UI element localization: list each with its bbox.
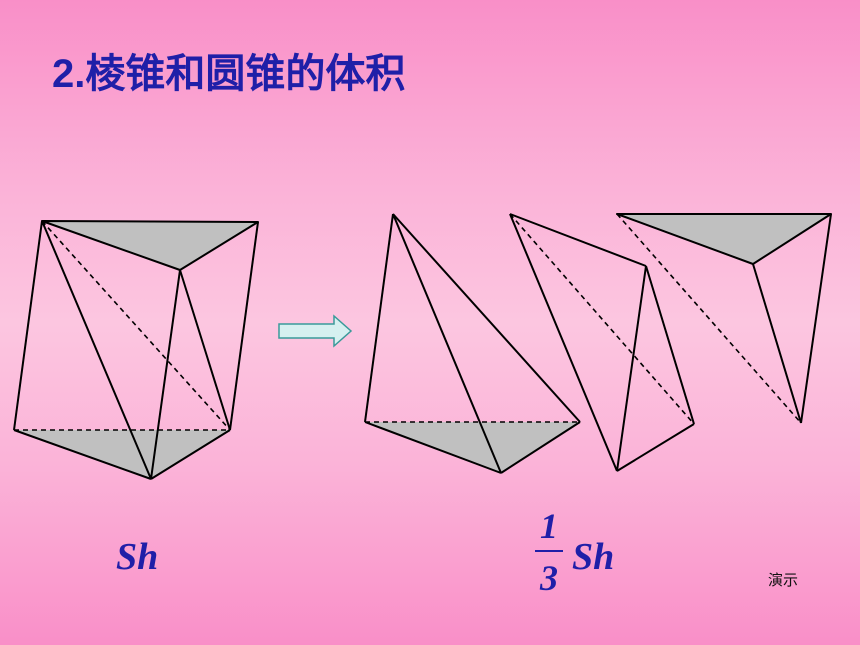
pyramid-1-lateral-edge [392, 213, 581, 423]
fraction-one-third: 1 3 [533, 508, 565, 596]
pyramid-2-edge [645, 265, 695, 425]
prism-bottom-edge [150, 429, 231, 480]
prism-lateral-edge [229, 221, 259, 431]
pyramid-1-base-edge [364, 421, 502, 474]
page-title: 2.棱锥和圆锥的体积 [52, 54, 405, 94]
pyramid-1-base-edge [500, 421, 581, 474]
pyramid-2-edge-hidden [509, 213, 695, 425]
pyramid-3-edge-hidden [616, 213, 802, 424]
pyramid-3-edge [800, 213, 832, 424]
prism-diagonal [179, 269, 231, 431]
triangular-prism [13, 220, 259, 480]
pyramid-3-top-face [616, 213, 832, 265]
pyramid-2-edge [616, 265, 647, 472]
title-text: 棱锥和圆锥的体积 [85, 51, 406, 97]
pyramid-1 [364, 213, 581, 474]
pyramid-2-edge [509, 213, 618, 472]
pyramid-1-lateral-edge [392, 213, 502, 474]
pyramid-2 [509, 213, 695, 472]
arrow-right-icon [278, 314, 353, 348]
prism-bottom-face [14, 430, 230, 479]
pyramid-volume-formula: Sh [572, 536, 615, 578]
pyramid-3 [616, 213, 832, 424]
prism-lateral-edge [13, 220, 43, 431]
fraction-denominator: 3 [540, 558, 558, 598]
pyramid-1-base-face [365, 422, 580, 473]
prism-top-face [41, 220, 259, 271]
pyramid-3-edge [752, 263, 802, 424]
prism-bottom-edge [13, 429, 152, 480]
prism-diagonal [41, 220, 152, 480]
title-number: 2. [52, 52, 86, 96]
prism-volume-formula: Sh [116, 536, 159, 578]
pyramid-2-edge [616, 423, 695, 472]
demo-button[interactable]: 演示 [768, 571, 799, 589]
prism-diagonal-hidden [41, 220, 231, 431]
fraction-numerator: 1 [540, 506, 558, 546]
prism-lateral-edge [150, 269, 181, 480]
pyramid-1-lateral-edge [364, 213, 394, 423]
pyramid-2-edge [509, 213, 647, 267]
fraction-bar [535, 550, 563, 552]
